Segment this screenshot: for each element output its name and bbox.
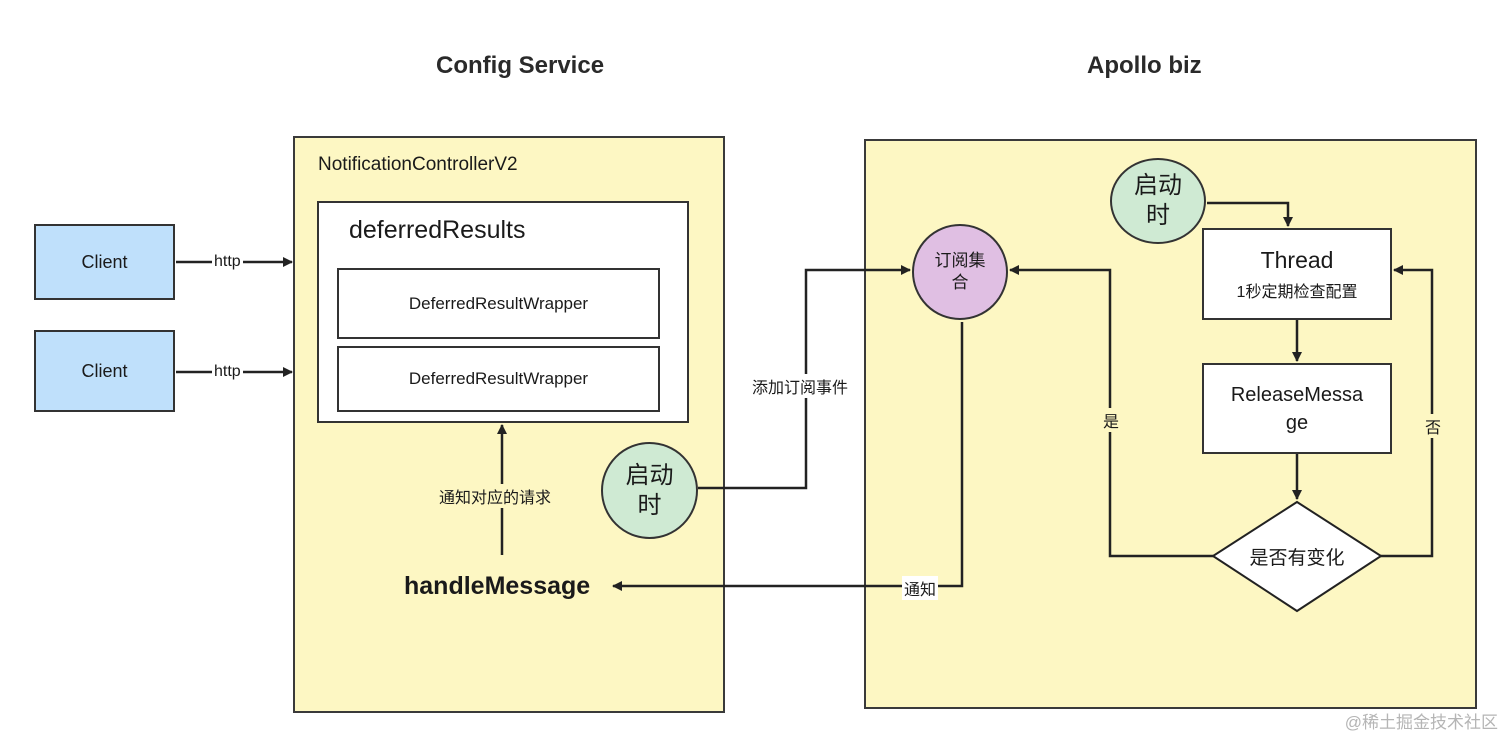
config-startup-circle: 启动 时: [601, 442, 698, 539]
watermark: @稀土掘金技术社区: [1344, 713, 1498, 732]
release-message-line2: ge: [1285, 411, 1309, 434]
apollo-biz-title: Apollo biz: [1087, 52, 1202, 79]
thread-box: Thread 1秒定期检查配置: [1202, 228, 1392, 320]
controller-label: NotificationControllerV2: [318, 154, 518, 175]
add-subscription-label: 添加订阅事件: [750, 374, 851, 398]
http-label-2: http: [212, 363, 243, 381]
thread-description: 1秒定期检查配置: [1236, 283, 1358, 301]
client-box-2: Client: [34, 330, 175, 412]
handle-message-label: handleMessage: [404, 572, 591, 600]
client-box-1: Client: [34, 224, 175, 300]
yes-label: 是: [1101, 408, 1122, 432]
config-startup-line1: 启动: [625, 461, 674, 489]
biz-startup-line2: 时: [1146, 202, 1170, 229]
biz-startup-circle: 启动 时: [1110, 158, 1206, 244]
thread-title: Thread: [1260, 246, 1334, 273]
deferred-result-wrapper-2: DeferredResultWrapper: [337, 346, 660, 412]
startup-thread-arrow: [1207, 201, 1293, 227]
notify-arrow: [612, 322, 964, 591]
release-message-box: ReleaseMessa ge: [1202, 363, 1392, 454]
subscription-set-line1: 订阅集: [934, 251, 986, 270]
notify-request-label: 通知对应的请求: [437, 484, 554, 508]
subscription-set-circle: 订阅集 合: [912, 224, 1008, 320]
config-startup-line2: 时: [637, 491, 662, 519]
no-arrow: [1380, 265, 1434, 558]
biz-startup-line1: 启动: [1134, 172, 1182, 199]
notify-label: 通知: [902, 576, 939, 600]
http-label-1: http: [212, 253, 243, 271]
release-message-line1: ReleaseMessa: [1230, 383, 1364, 406]
config-service-title: Config Service: [436, 52, 605, 79]
deferred-results-label: deferredResults: [349, 216, 526, 244]
deferred-result-wrapper-1: DeferredResultWrapper: [337, 268, 660, 339]
decision-diamond: [1211, 500, 1383, 613]
decision-label: 是否有变化: [1249, 547, 1345, 569]
subscription-set-line2: 合: [951, 273, 969, 292]
no-label: 否: [1423, 414, 1444, 438]
